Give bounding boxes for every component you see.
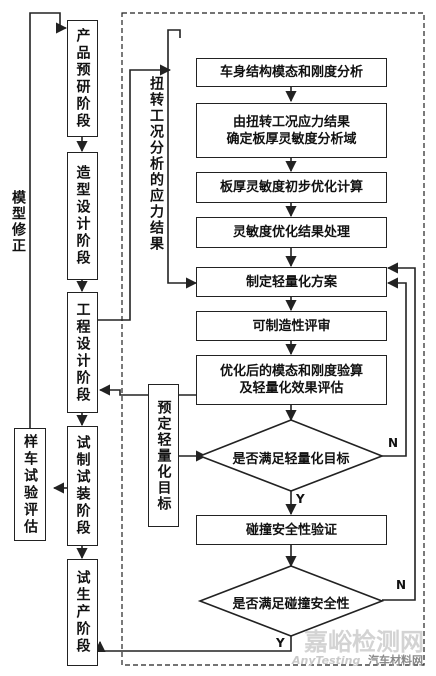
torsion-stress-label: 扭转工况分析的应力结果 [148, 76, 164, 252]
decision2-no-label: N [396, 578, 407, 592]
decision2-diamond [197, 565, 385, 637]
stage-preresearch-box: 产品预研阶段 [67, 20, 98, 137]
watermark-site: 嘉峪检测网 [304, 628, 424, 656]
decision2-text: 是否满足碰撞安全性 [232, 597, 350, 612]
step-lightweight-plan-box: 制定轻量化方案 [196, 267, 387, 297]
step-sensitivity-domain-box: 由扭转工况应力结果 确定板厚灵敏度分析域 [196, 103, 387, 158]
model-fix-loop [29, 12, 68, 428]
stage3-to-torsion-line [98, 64, 172, 321]
watermark-brand: 汽车材料网 [368, 654, 423, 667]
torsion-to-plan-line [167, 29, 198, 289]
decision2-yes-line [94, 636, 292, 653]
stage-styling-box: 造型设计阶段 [67, 152, 98, 280]
step-initial-optimization-box: 板厚灵敏度初步优化计算 [196, 172, 387, 203]
model-fix-label: 模型修正 [10, 190, 26, 254]
target-box: 预定轻量化目标 [148, 384, 179, 527]
step-modal-stiffness-box: 车身结构模态和刚度分析 [196, 58, 387, 87]
dashed-frame [121, 12, 425, 666]
stage-engineering-box: 工程设计阶段 [67, 292, 98, 413]
decision1-yes-label: Y [296, 492, 305, 506]
step-crash-safety-box: 碰撞安全性验证 [196, 515, 387, 545]
decision1-no-label: N [388, 436, 399, 450]
step-result-processing-box: 灵敏度优化结果处理 [196, 217, 387, 248]
decision1-no-loop [382, 277, 407, 457]
decision1-diamond [197, 419, 385, 492]
decision1-text: 是否满足轻量化目标 [232, 452, 350, 467]
step-manufacturability-box: 可制造性评审 [196, 311, 387, 341]
decision2-no-loop [382, 262, 416, 601]
watermark-url: AnyTesting [292, 654, 361, 667]
step-verification-box: 优化后的模态和刚度验算 及轻量化效果评估 [196, 355, 387, 405]
sample-evaluation-box: 样车试验评估 [14, 428, 46, 541]
stage-trial-assembly-box: 试制试装阶段 [67, 426, 98, 546]
stage-trial-production-box: 试生产阶段 [67, 559, 98, 666]
decision2-yes-label: Y [276, 636, 285, 650]
